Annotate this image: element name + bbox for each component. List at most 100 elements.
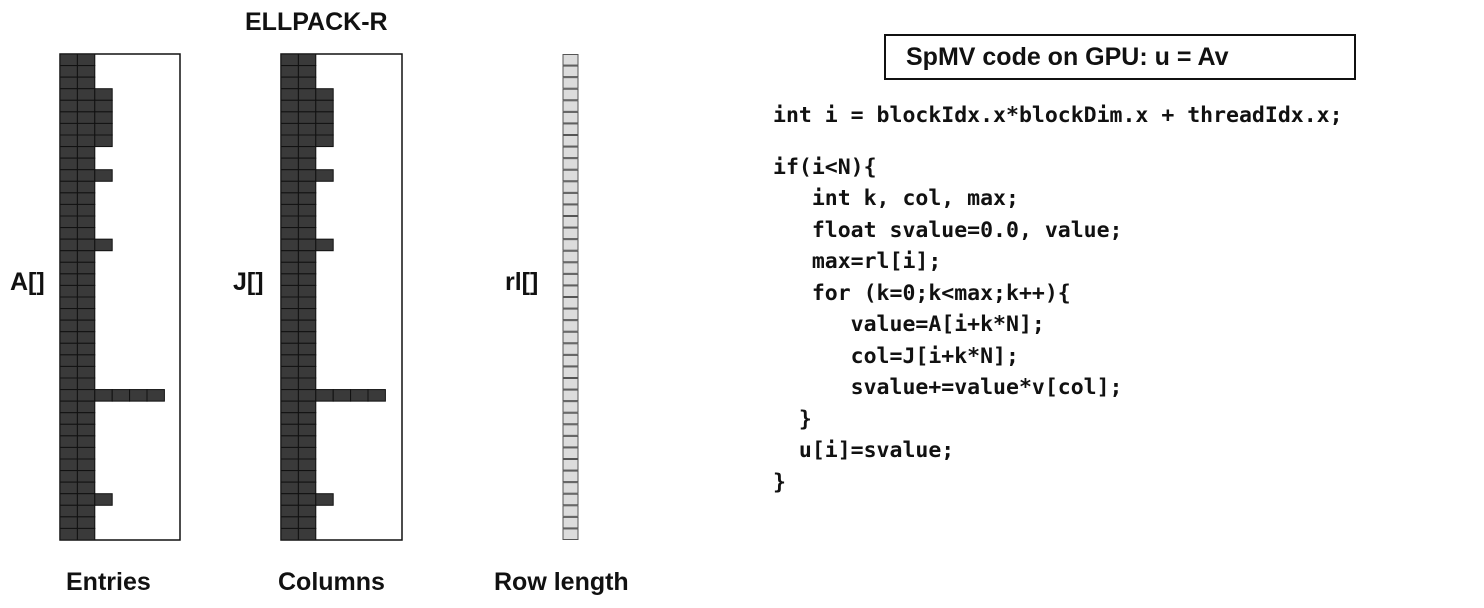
code-line: float svalue=0.0, value;: [773, 217, 1123, 243]
rowlength-cell: [562, 123, 579, 136]
columns-cell: [297, 342, 317, 356]
entries-cell: [59, 504, 78, 518]
entries-cell: [59, 261, 78, 275]
columns-cell: [280, 377, 299, 391]
entries-cell: [76, 88, 96, 101]
entries-cell: [59, 365, 78, 379]
rowlength-cell: [562, 482, 579, 494]
columns-cell: [367, 389, 386, 402]
columns-cell: [280, 88, 299, 101]
columns-cell: [280, 319, 299, 333]
columns-cell: [280, 527, 299, 541]
entries-cell: [76, 342, 96, 356]
entries-cell: [59, 65, 78, 78]
columns-cell: [297, 273, 317, 286]
columns-cell: [315, 169, 334, 182]
entries-cell: [59, 308, 78, 321]
rowlength-cell: [562, 343, 579, 355]
entries-cell: [59, 273, 78, 286]
rowlength-cell: [562, 65, 579, 78]
columns-cell: [297, 111, 317, 124]
entries-cell: [59, 470, 78, 483]
entries-cell: [76, 53, 96, 67]
rowlength-cell: [562, 447, 579, 459]
columns-cell: [297, 146, 317, 159]
entries-cell: [94, 493, 113, 506]
entries-cell: [76, 527, 96, 541]
entries-cell: [111, 389, 131, 402]
code-line: if(i<N){: [773, 154, 877, 180]
columns-cell: [297, 284, 317, 298]
entries-cell: [76, 423, 96, 437]
rowlength-cell: [562, 308, 579, 321]
entries-cell: [59, 377, 78, 391]
entries-cell: [76, 365, 96, 379]
columns-cell: [297, 377, 317, 391]
columns-cell: [297, 227, 317, 240]
entries-cell: [59, 493, 78, 506]
entries-cell: [76, 76, 96, 90]
entries-cell: [59, 435, 78, 448]
columns-cell: [280, 65, 299, 78]
rowlength-cell: [562, 111, 579, 124]
code-title-box: SpMV code on GPU: u = Av: [884, 34, 1356, 80]
columns-cell: [280, 134, 299, 148]
entries-cell: [129, 389, 148, 402]
rowlength-cell: [562, 285, 579, 297]
columns-cell: [280, 365, 299, 379]
entries-cell: [76, 203, 96, 217]
columns-cell: [297, 134, 317, 148]
columns-cell: [280, 192, 299, 205]
columns-cell: [280, 504, 299, 518]
code-line: svalue+=value*v[col];: [773, 375, 1123, 400]
columns-cell: [297, 365, 317, 379]
columns-cell: [280, 203, 299, 217]
entries-cell: [76, 180, 96, 194]
columns-cell: [315, 493, 334, 506]
rowlength-cell: [562, 412, 579, 425]
entries-cell: [59, 389, 78, 402]
entries-cell: [76, 122, 96, 136]
entries-cell: [76, 273, 96, 286]
rowlength-cell: [562, 204, 579, 217]
entries-cell: [76, 319, 96, 333]
entries-cell: [76, 377, 96, 391]
rowlength-cell: [562, 262, 579, 274]
entries-cell: [76, 331, 96, 344]
columns-cell: [297, 157, 317, 171]
rowlength-cell: [562, 227, 579, 240]
rowlength-cell: [562, 192, 579, 205]
columns-array-label: J[]: [233, 268, 264, 296]
code-line: int k, col, max;: [773, 186, 1019, 211]
columns-cell: [315, 111, 334, 124]
spmv-code-listing: int i = blockIdx.x*blockDim.x + threadId…: [773, 100, 1343, 498]
rowlength-cell: [562, 181, 579, 193]
columns-cell: [297, 458, 317, 472]
rowlength-cell: [562, 516, 579, 529]
columns-cell: [280, 308, 299, 321]
columns-cell: [315, 389, 334, 402]
entries-cell: [76, 146, 96, 159]
entries-cell: [76, 400, 96, 414]
rowlength-cell: [562, 54, 579, 66]
columns-cell: [280, 157, 299, 171]
entries-cell: [59, 227, 78, 240]
rowlength-cell: [562, 389, 579, 402]
code-line: }: [773, 469, 786, 495]
columns-cell: [297, 238, 317, 252]
entries-cell: [59, 238, 78, 252]
entries-cell: [59, 192, 78, 205]
columns-cell: [280, 76, 299, 90]
entries-cell: [59, 284, 78, 298]
entries-cell: [76, 470, 96, 483]
entries-cell: [94, 169, 113, 182]
rowlength-cell: [562, 528, 579, 541]
columns-cell: [280, 481, 299, 495]
columns-cell: [350, 389, 369, 402]
entries-cell: [76, 504, 96, 518]
entries-cell: [76, 227, 96, 240]
entries-cell: [59, 53, 78, 67]
columns-cell: [315, 134, 334, 148]
entries-cell: [59, 180, 78, 194]
